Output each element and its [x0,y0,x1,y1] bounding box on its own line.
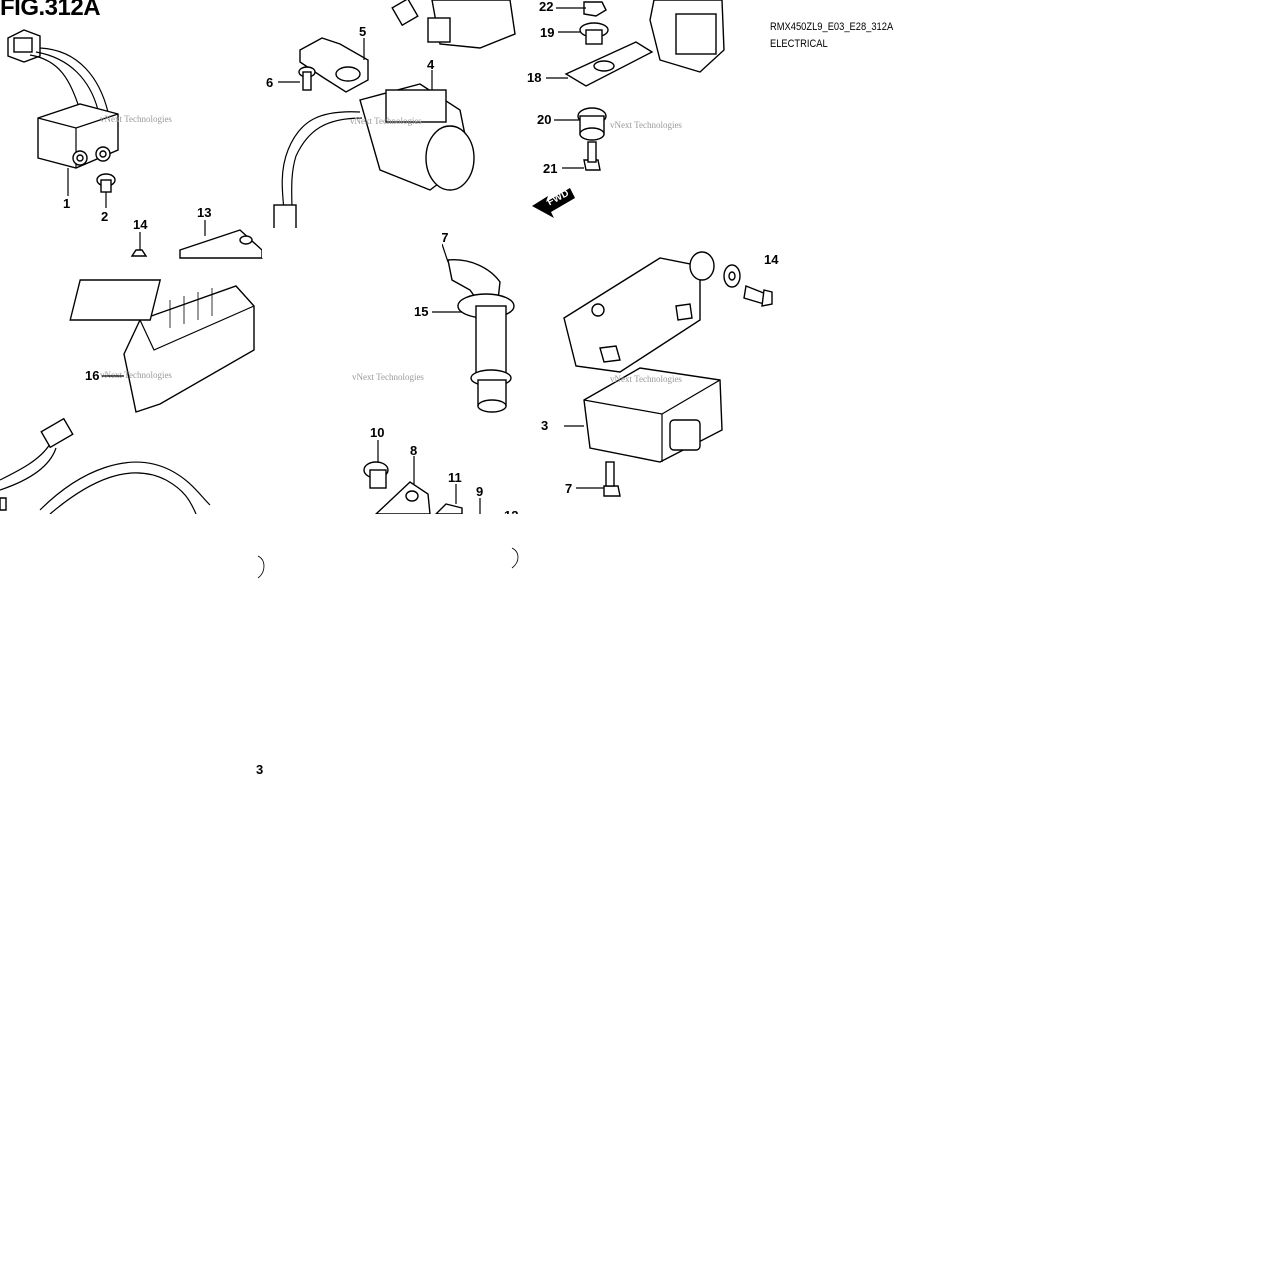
callout-22[interactable]: 22 [539,0,553,14]
part-washer-right[interactable] [689,251,741,288]
callout-8[interactable]: 8 [410,443,417,458]
part-bolt-right[interactable] [743,285,773,307]
part-ignition-coil[interactable] [273,83,475,236]
callout-21[interactable]: 21 [543,161,557,176]
watermark-5: vNext Technologies [352,372,424,382]
callout-15[interactable]: 15 [414,304,428,319]
watermark-6: vNext Technologies [610,374,682,384]
callout-19[interactable]: 19 [540,25,554,40]
callout-3-fragment[interactable]: 3 [256,762,263,777]
part-plate-18[interactable] [564,41,654,87]
part-relay-housing[interactable] [649,0,725,73]
callout-14-fragment[interactable]: 14 [764,252,779,267]
part-motor-top[interactable] [391,0,516,49]
leader-lines [67,7,604,514]
callout-3[interactable]: 3 [541,418,548,433]
callout-9[interactable]: 9 [476,484,483,499]
callout-5[interactable]: 5 [359,24,366,39]
part-13[interactable] [179,229,263,259]
part-plug-cap[interactable] [447,259,515,413]
part-bolt-7[interactable] [603,461,621,497]
callout-16[interactable]: 16 [85,368,99,383]
section-name: ELECTRICAL [770,38,828,50]
callout-4[interactable]: 4 [427,57,435,72]
callout-10[interactable]: 10 [370,425,384,440]
watermark-3: vNext Technologies [610,120,682,130]
part-nut-22[interactable] [583,1,607,17]
part-starter-relay[interactable] [7,29,119,169]
part-14[interactable] [130,249,148,257]
part-11[interactable] [434,503,463,515]
part-bolt-6[interactable] [298,66,316,91]
watermark-4: vNext Technologies [100,370,172,380]
watermark-1: vNext Technologies [100,114,172,124]
callout-20[interactable]: 20 [537,112,551,127]
callout-7[interactable]: 7 [565,481,572,496]
part-collar-10[interactable] [363,461,389,489]
callout-11[interactable]: 11 [448,470,462,485]
part-bracket-5[interactable] [299,37,369,93]
part-screw-2[interactable] [96,173,116,193]
part-bolt-21[interactable] [583,141,601,171]
callout-labels: 1 2 3 4 5 6 7 8 9 10 11 12 13 14 15 16 1… [63,0,779,777]
model-code: RMX450ZL9_E03_E28_312A [770,21,894,33]
callout-13[interactable]: 13 [197,205,211,220]
part-collar-19[interactable] [579,22,609,45]
figure-title: FIG.312A [0,0,101,21]
callout-2[interactable]: 2 [101,209,108,224]
part-grommet-20[interactable] [577,107,607,141]
part-rectifier-3[interactable] [583,367,723,463]
callout-1[interactable]: 1 [63,196,70,211]
callout-6[interactable]: 6 [266,75,273,90]
part-wire-harness[interactable] [0,417,211,515]
part-ecu[interactable] [69,279,255,413]
callout-14[interactable]: 14 [133,217,148,232]
watermark-2: vNext Technologies [350,116,422,126]
callout-18[interactable]: 18 [527,70,541,85]
part-rectifier-bracket[interactable] [563,257,701,373]
